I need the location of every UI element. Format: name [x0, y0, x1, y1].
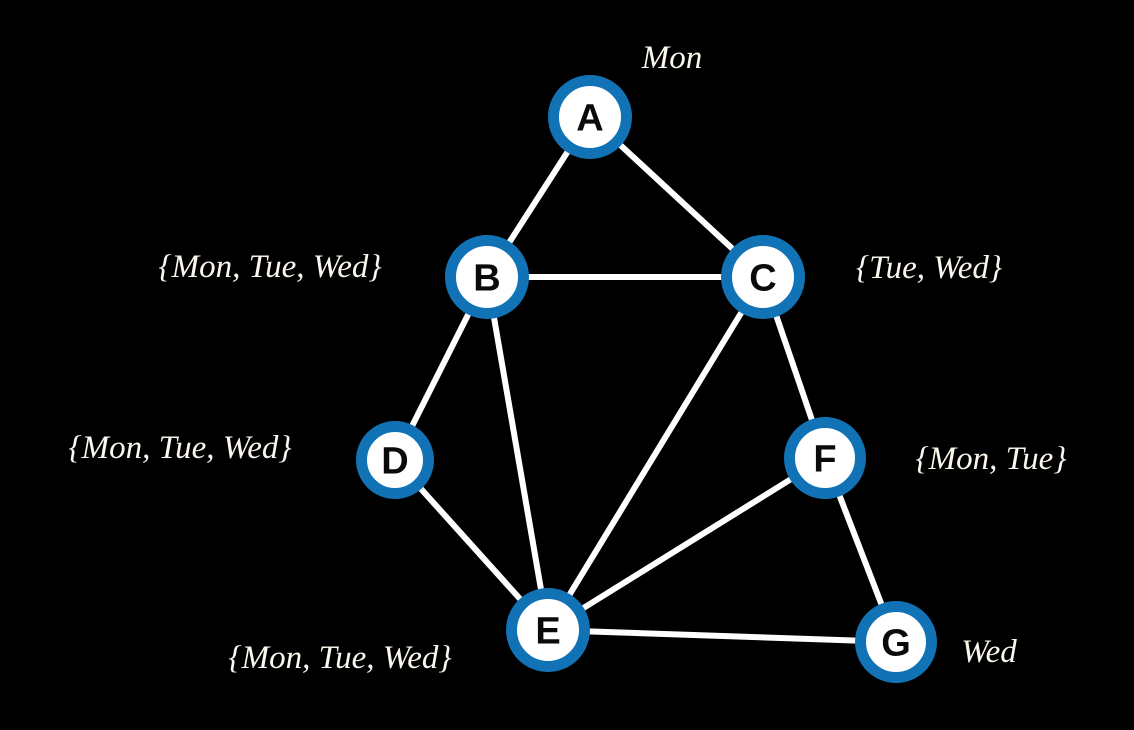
node-F: F: [784, 417, 866, 499]
node-A-letter: A: [576, 98, 603, 140]
edge-C-E: [545, 274, 766, 633]
node-E-circle: [506, 588, 590, 672]
node-G: G: [855, 601, 937, 683]
node-A-circle: [548, 75, 632, 159]
node-F-circle: [784, 417, 866, 499]
node-B-letter: B: [473, 258, 500, 300]
annotation-A: Mon: [641, 40, 703, 76]
annotation-F: {Mon, Tue}: [915, 441, 1066, 477]
node-D-circle: [356, 421, 434, 499]
node-C-letter: C: [749, 258, 776, 300]
edge-E-G: [545, 627, 899, 645]
node-G-circle: [855, 601, 937, 683]
annotation-E: {Mon, Tue, Wed}: [228, 640, 451, 676]
edge-B-E: [484, 274, 551, 633]
node-A: A: [548, 75, 632, 159]
node-D-letter: D: [381, 441, 408, 483]
annotation-C: {Tue, Wed}: [856, 250, 1002, 286]
node-B: B: [445, 235, 529, 319]
node-C: C: [721, 235, 805, 319]
node-D: D: [356, 421, 434, 499]
node-C-circle: [721, 235, 805, 319]
annotation-G: Wed: [961, 634, 1017, 670]
node-B-circle: [445, 235, 529, 319]
node-E: E: [506, 588, 590, 672]
nodes-layer: A B C D E F G: [356, 75, 937, 683]
annotation-B: {Mon, Tue, Wed}: [158, 249, 381, 285]
node-E-letter: E: [535, 611, 560, 653]
node-G-letter: G: [881, 623, 911, 665]
edge-E-F: [545, 455, 828, 633]
edges-layer: [392, 114, 899, 645]
node-F-letter: F: [813, 439, 836, 481]
annotation-D: {Mon, Tue, Wed}: [68, 430, 291, 466]
annotations-layer: Mon {Mon, Tue, Wed} {Tue, Wed} {Mon, Tue, W…: [68, 40, 1066, 676]
